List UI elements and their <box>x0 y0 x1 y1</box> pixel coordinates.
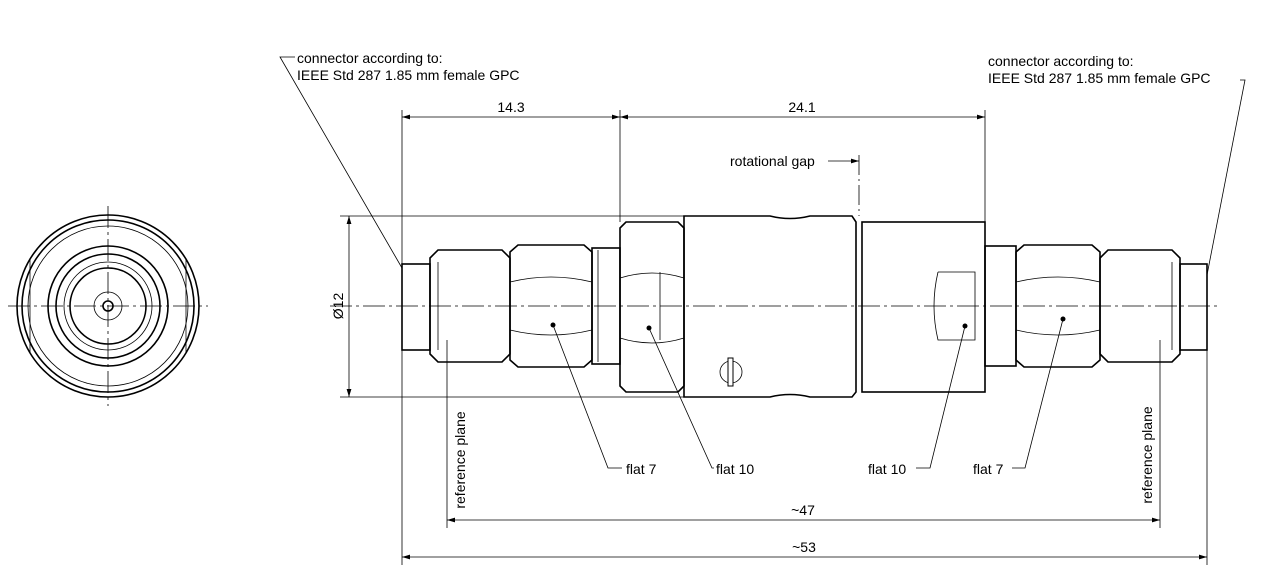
connector-left-line2: IEEE Std 287 1.85 mm female GPC <box>297 67 520 83</box>
connector-right-line2: IEEE Std 287 1.85 mm female GPC <box>988 70 1211 86</box>
flat-10-left-label: flat 10 <box>716 461 754 477</box>
lock-symbol-icon <box>719 357 743 387</box>
dim-approx-53: ~53 <box>792 539 816 555</box>
dimension-lines <box>279 56 1246 565</box>
dim-14-3: 14.3 <box>497 99 524 115</box>
connector-left-line1: connector according to: <box>297 50 443 66</box>
side-view <box>330 215 1220 398</box>
flat-7-right-label: flat 7 <box>973 461 1004 477</box>
dim-approx-47: ~47 <box>791 502 815 518</box>
reference-plane-right-label: reference plane <box>1139 406 1155 504</box>
rotational-gap-label: rotational gap <box>730 153 815 169</box>
reference-plane-left-label: reference plane <box>452 411 468 509</box>
connector-right-line1: connector according to: <box>988 53 1134 69</box>
end-view <box>8 206 208 406</box>
dim-24-1: 24.1 <box>788 99 815 115</box>
dim-diameter-12: Ø12 <box>330 293 346 320</box>
flat-7-left-label: flat 7 <box>626 461 657 477</box>
flat-10-right-label: flat 10 <box>868 461 906 477</box>
